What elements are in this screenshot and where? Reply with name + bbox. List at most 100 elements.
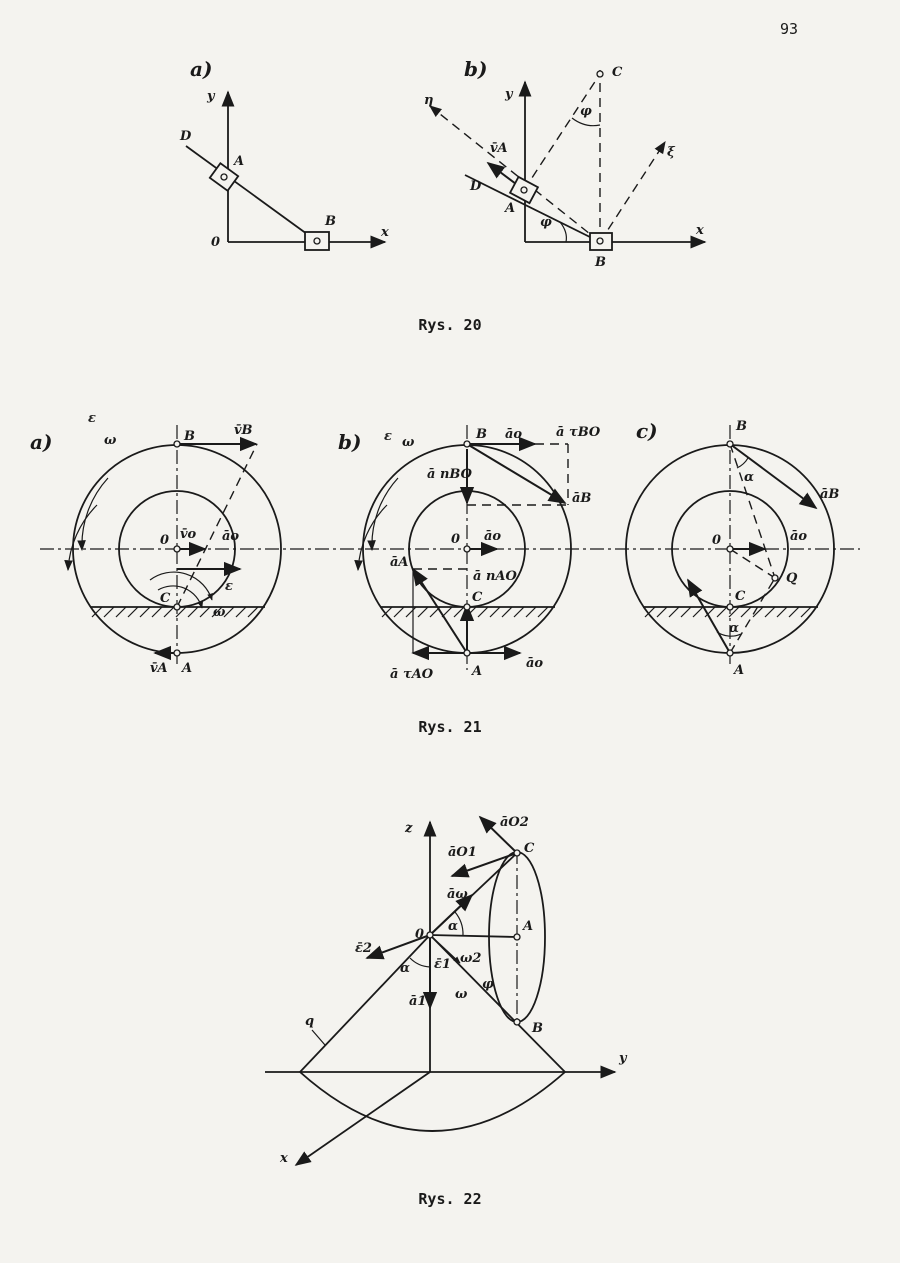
fig21b-point-c bbox=[463, 603, 471, 611]
fig20b-point-c bbox=[596, 70, 604, 78]
fig21b-aa-vector bbox=[412, 567, 468, 654]
fig20b-angle-arc-bottom bbox=[559, 221, 567, 243]
fig22-label-x: x bbox=[279, 1151, 288, 1166]
fig22-alpha-left-arc bbox=[409, 957, 431, 968]
fig21b-tag: b) bbox=[338, 430, 361, 454]
fig22-caption: Rys. 22 bbox=[418, 1190, 482, 1208]
fig21b-epsilon-arc bbox=[354, 504, 388, 572]
fig21b-label-epsilon: ε bbox=[384, 429, 392, 444]
page-number: 93 bbox=[780, 20, 799, 38]
fig20b-label-phi-bottom: φ bbox=[540, 215, 552, 230]
fig22-oa-line bbox=[429, 934, 518, 938]
fig21c-label-alpha-bottom: α bbox=[729, 621, 739, 636]
fig20-caption: Rys. 20 bbox=[418, 316, 482, 334]
fig20b-label-va: v̄A bbox=[490, 141, 508, 156]
fig21c-bq-dash bbox=[729, 443, 776, 579]
fig21c-alpha-arc-top bbox=[736, 457, 749, 469]
fig22-label-alpha-left: α bbox=[400, 961, 410, 976]
fig22-x-axis bbox=[294, 1071, 431, 1166]
fig22-label-c: C bbox=[524, 841, 535, 856]
fig21c-aa-vector bbox=[687, 578, 731, 654]
fig20b-pin-b bbox=[596, 237, 604, 245]
fig22-label-ao2: āO2 bbox=[500, 815, 529, 830]
fig21c-label-q: Q bbox=[786, 571, 798, 586]
fig21c-label-ao: āo bbox=[790, 529, 807, 544]
fig22-label-a: A bbox=[521, 919, 533, 934]
fig21-panel-b: b) ε bbox=[338, 425, 601, 682]
fig22-q-tick bbox=[311, 1029, 326, 1046]
fig20a-label-b: B bbox=[324, 214, 336, 229]
fig22-label-omega2: ω2 bbox=[460, 951, 481, 966]
fig21c-alpha-arc-bottom bbox=[716, 631, 742, 637]
fig21c-point-c bbox=[726, 603, 734, 611]
fig20a-rod bbox=[185, 145, 319, 243]
fig21b-label-aa: āA bbox=[390, 555, 409, 570]
fig22-aw-vector bbox=[429, 893, 474, 936]
fig21c-point-a bbox=[726, 649, 734, 657]
fig22-e2-vector bbox=[365, 934, 431, 960]
fig22-omega2-vector bbox=[429, 934, 461, 964]
fig21a-label-b: B bbox=[183, 429, 195, 444]
fig21-panel-c: c) B α āB 0 āo Q bbox=[625, 419, 839, 678]
fig20b-label-c: C bbox=[612, 65, 623, 80]
fig20b-pin-a bbox=[520, 186, 528, 194]
fig21a-label-vo: v̄o bbox=[180, 527, 197, 542]
fig21a-omega-small-arc bbox=[157, 585, 204, 609]
fig21c-label-o: 0 bbox=[712, 533, 721, 548]
fig20b-angle-arc-top bbox=[571, 117, 601, 127]
fig21a-label-epsilon: ε bbox=[88, 411, 96, 426]
fig20a-label-y: y bbox=[206, 89, 216, 104]
fig21a-label-va: v̄A bbox=[150, 661, 168, 676]
fig22-label-aw: āω bbox=[447, 887, 468, 902]
fig22-label-y: y bbox=[618, 1051, 628, 1066]
fig21a-label-vb: v̄B bbox=[234, 423, 253, 438]
fig20a-pin-a bbox=[220, 173, 228, 181]
fig20a-label-a: A bbox=[232, 154, 244, 169]
fig21a-point-c bbox=[173, 603, 181, 611]
fig21a-label-omega: ω bbox=[104, 433, 117, 448]
fig21b-label-aao-tau: ā τAO bbox=[390, 667, 434, 682]
fig21c-point-o bbox=[726, 545, 734, 553]
fig21c-point-b bbox=[726, 440, 734, 448]
fig20a-tag: a) bbox=[190, 57, 212, 81]
fig21b-point-b bbox=[463, 440, 471, 448]
fig21b-label-abo-tau: ā τBO bbox=[556, 425, 601, 440]
fig21a-point-a bbox=[173, 649, 181, 657]
fig20-panel-b: b) y x η ξ C φ v̄A D A φ B bbox=[424, 57, 707, 270]
fig22-label-z: z bbox=[404, 821, 413, 836]
fig22-ao2-vector bbox=[478, 815, 518, 854]
fig22-cone-right bbox=[429, 934, 566, 1073]
fig21a-tag: a) bbox=[30, 430, 52, 454]
fig21c-label-ab: āB bbox=[820, 487, 839, 502]
fig22-label-a1: ā1 bbox=[409, 994, 426, 1009]
fig22-base-arc bbox=[299, 1071, 566, 1132]
fig21a-label-epsilon-small: ε bbox=[225, 579, 233, 594]
fig21a-label-ao: āo bbox=[222, 529, 239, 544]
fig21a-omega-arc bbox=[77, 477, 109, 552]
fig20b-label-phi-top: φ bbox=[580, 104, 592, 119]
fig21a-epsilon-arc bbox=[64, 504, 98, 572]
fig20b-label-xi: ξ bbox=[667, 145, 676, 160]
fig22-label-alpha: α bbox=[448, 919, 458, 934]
fig20b-tag: b) bbox=[464, 57, 487, 81]
fig20a-label-x: x bbox=[380, 225, 389, 240]
fig21c-ground-hatch bbox=[644, 606, 812, 618]
fig21b-label-ao-top: āo bbox=[505, 427, 522, 442]
fig22-alpha-arc bbox=[454, 911, 464, 936]
fig20b-label-x: x bbox=[695, 223, 704, 238]
fig21c-label-alpha-top: α bbox=[744, 470, 754, 485]
fig22-label-omega: ω bbox=[455, 987, 468, 1002]
fig21a-label-o: 0 bbox=[160, 533, 169, 548]
fig21b-label-ao-bottom: āo bbox=[526, 656, 543, 671]
fig21c-label-a: A bbox=[732, 663, 744, 678]
fig21b-label-abo-n: ā nBO bbox=[427, 467, 473, 482]
fig21a-label-omega-small: ω bbox=[213, 605, 226, 620]
fig21b-label-ab: āB bbox=[572, 491, 591, 506]
fig20b-label-y: y bbox=[504, 87, 514, 102]
fig20b-xi-axis bbox=[599, 140, 666, 243]
fig21c-label-c: C bbox=[735, 589, 746, 604]
fig20-panel-a: a) y x D A B 0 bbox=[179, 57, 389, 251]
fig20a-pin-b bbox=[313, 237, 321, 245]
